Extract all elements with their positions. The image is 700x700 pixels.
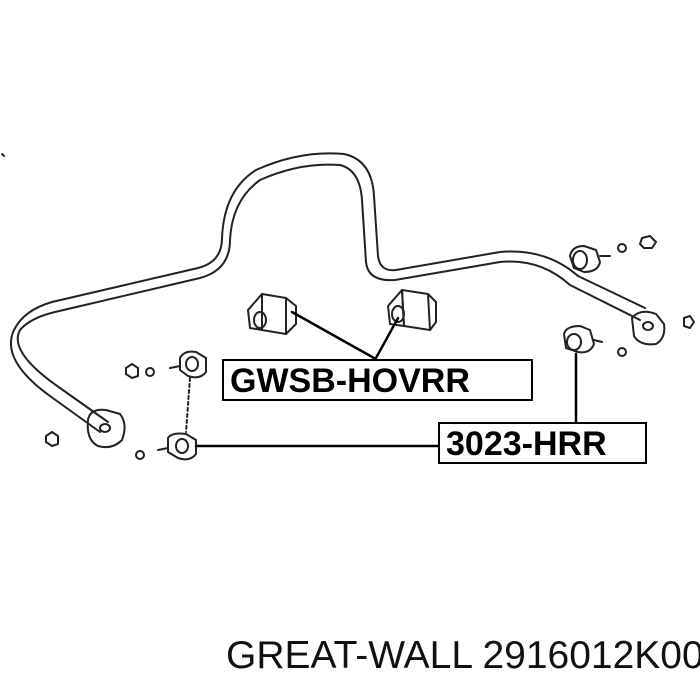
nut-upper-left bbox=[125, 363, 139, 379]
link-left-lower bbox=[157, 432, 197, 461]
footer-part-number: 2916012K00 bbox=[482, 634, 700, 677]
washer-lower-left bbox=[135, 450, 145, 460]
bushing-right bbox=[387, 289, 437, 331]
leader-bushing-right bbox=[374, 316, 400, 360]
nut-right-end bbox=[683, 315, 695, 329]
bar-end-left-hole bbox=[99, 423, 111, 433]
stabilizer-bar-inner bbox=[9, 152, 646, 433]
washer-upper-left bbox=[145, 367, 155, 377]
leader-bushing-left bbox=[290, 310, 376, 360]
bar-end-right bbox=[631, 310, 666, 346]
stabilizer-bar-outer bbox=[16, 163, 641, 423]
link-left-stud bbox=[185, 377, 191, 433]
nut-upper-right bbox=[639, 235, 657, 249]
bushing-part-label: GWSB-HOVRR bbox=[222, 359, 533, 401]
footer-brand: GREAT-WALL bbox=[226, 634, 472, 677]
washer-upper-right bbox=[617, 243, 627, 253]
nut-left-end bbox=[45, 431, 59, 447]
washer-lower-right bbox=[617, 347, 627, 357]
bushing-left bbox=[247, 293, 297, 335]
bar-end-right-hole bbox=[642, 321, 654, 331]
link-right-upper bbox=[569, 245, 611, 273]
bar-end-left bbox=[86, 408, 126, 449]
edge-mark bbox=[1, 153, 5, 157]
link-part-label: 3023-HRR bbox=[438, 422, 647, 464]
link-left-upper bbox=[169, 350, 207, 379]
link-right-lower bbox=[563, 325, 603, 354]
footer-caption: GREAT-WALL 2916012K00 bbox=[226, 634, 700, 678]
